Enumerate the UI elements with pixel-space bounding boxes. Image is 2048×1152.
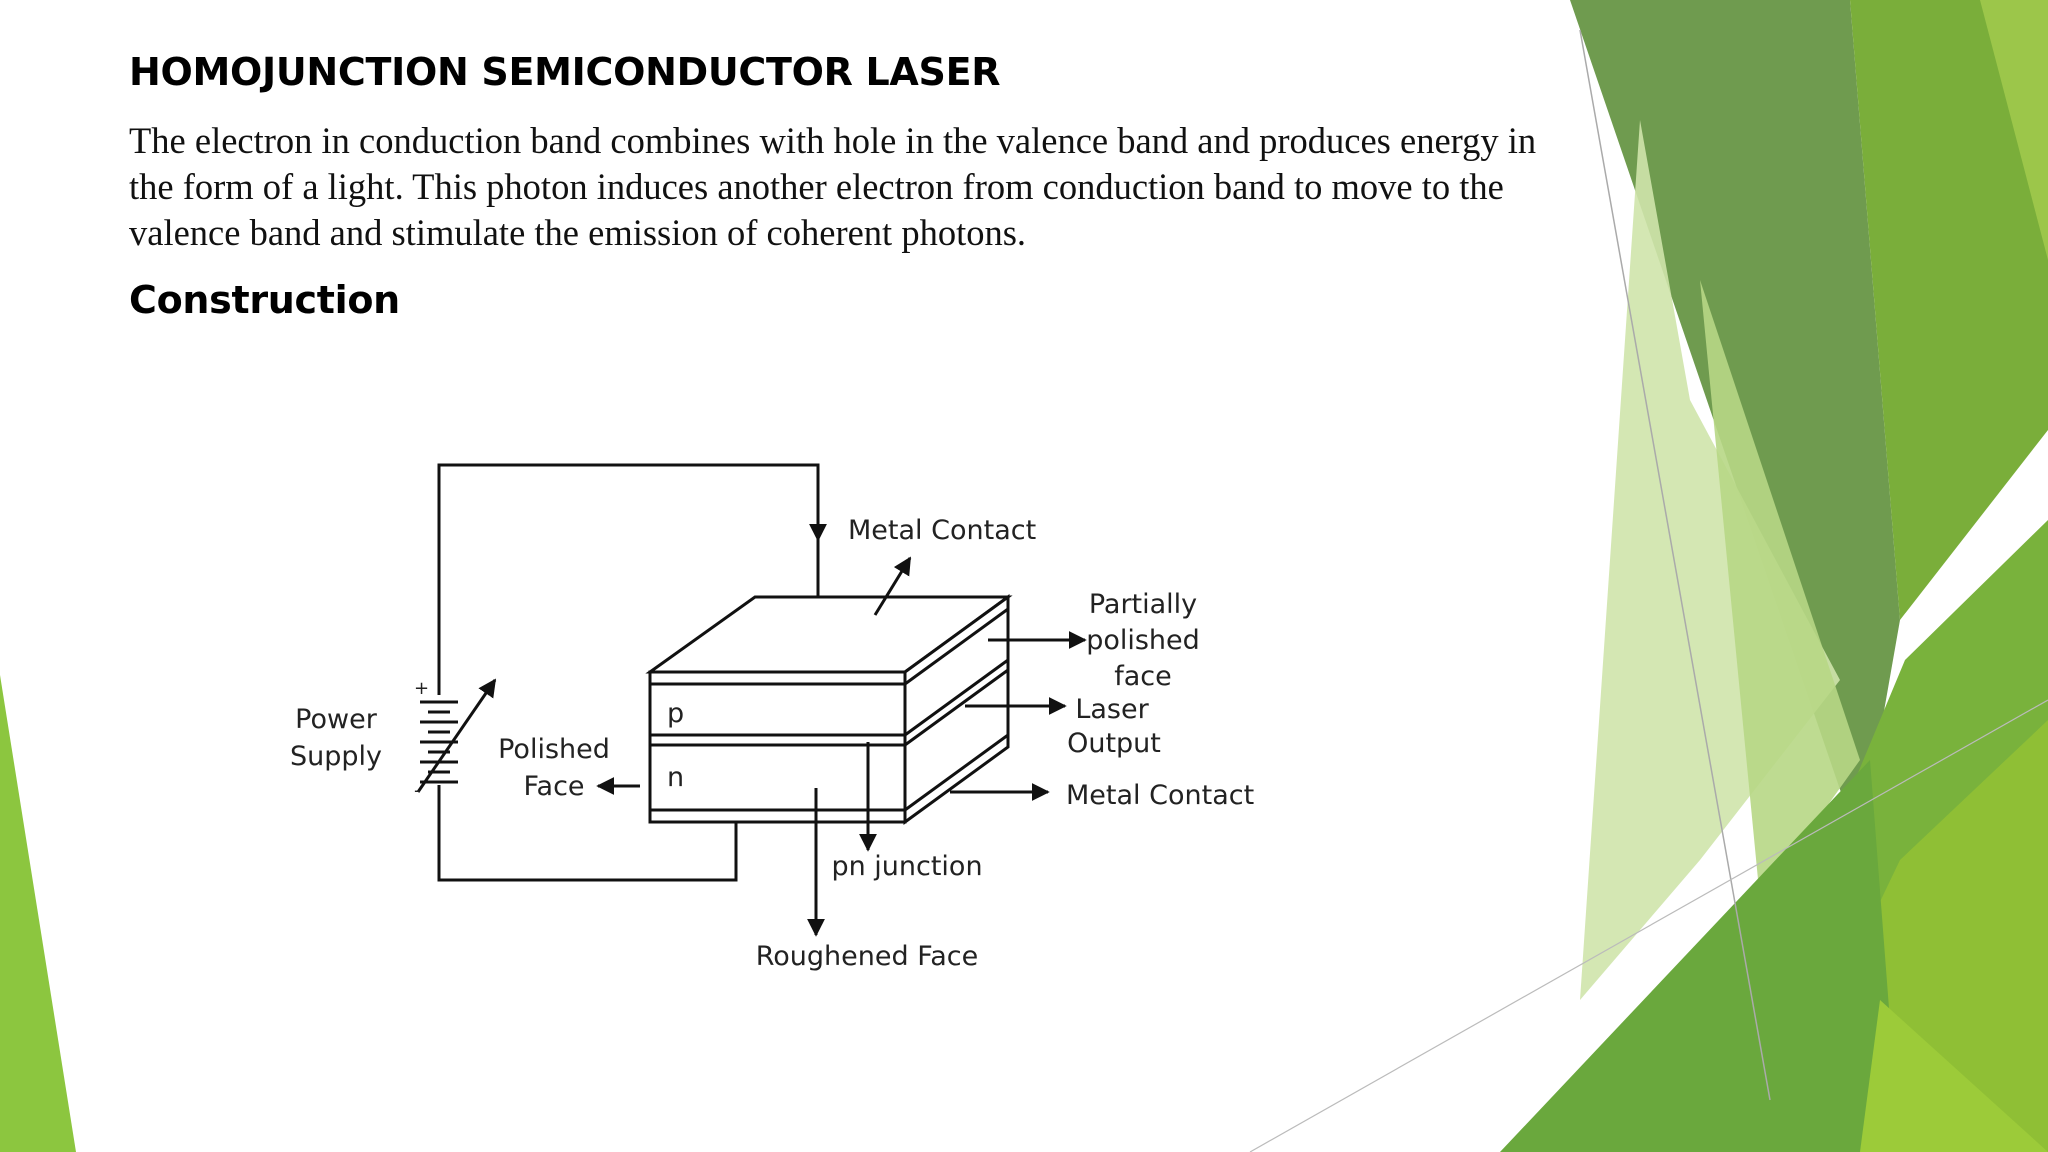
battery-plus-sign: + xyxy=(414,678,429,699)
n-layer-label: n xyxy=(667,762,684,793)
laser-output-label-line2: Output xyxy=(1067,728,1161,759)
power-supply-label-line2: Supply xyxy=(290,741,382,772)
metal-contact-bottom-label: Metal Contact xyxy=(1066,780,1254,811)
metal-contact-top-label: Metal Contact xyxy=(848,515,1036,546)
partially-polished-label-line1: Partially xyxy=(1089,589,1197,620)
partially-polished-label-line3: face xyxy=(1114,661,1172,692)
pn-junction-label: pn junction xyxy=(831,851,982,882)
arrows xyxy=(596,500,1087,937)
laser-output-label-line1: Laser xyxy=(1075,694,1149,725)
section-heading-construction: Construction xyxy=(129,278,400,322)
layer-lines xyxy=(650,607,1009,812)
battery-icon xyxy=(416,678,497,793)
polished-face-label-line1: Polished xyxy=(498,734,610,765)
battery-minus-sign: - xyxy=(414,780,421,801)
p-layer-label: p xyxy=(667,698,684,729)
roughened-face-label: Roughened Face xyxy=(756,941,979,972)
partially-polished-label-line2: polished xyxy=(1086,625,1200,656)
power-supply-label-line1: Power xyxy=(295,704,378,735)
laser-construction-diagram: + - p n xyxy=(290,463,1254,972)
slide-title: HOMOJUNCTION SEMICONDUCTOR LASER xyxy=(129,50,1001,94)
body-paragraph: The electron in conduction band combines… xyxy=(129,120,1537,253)
laser-block xyxy=(645,594,1013,825)
polished-face-label-line2: Face xyxy=(523,771,584,802)
